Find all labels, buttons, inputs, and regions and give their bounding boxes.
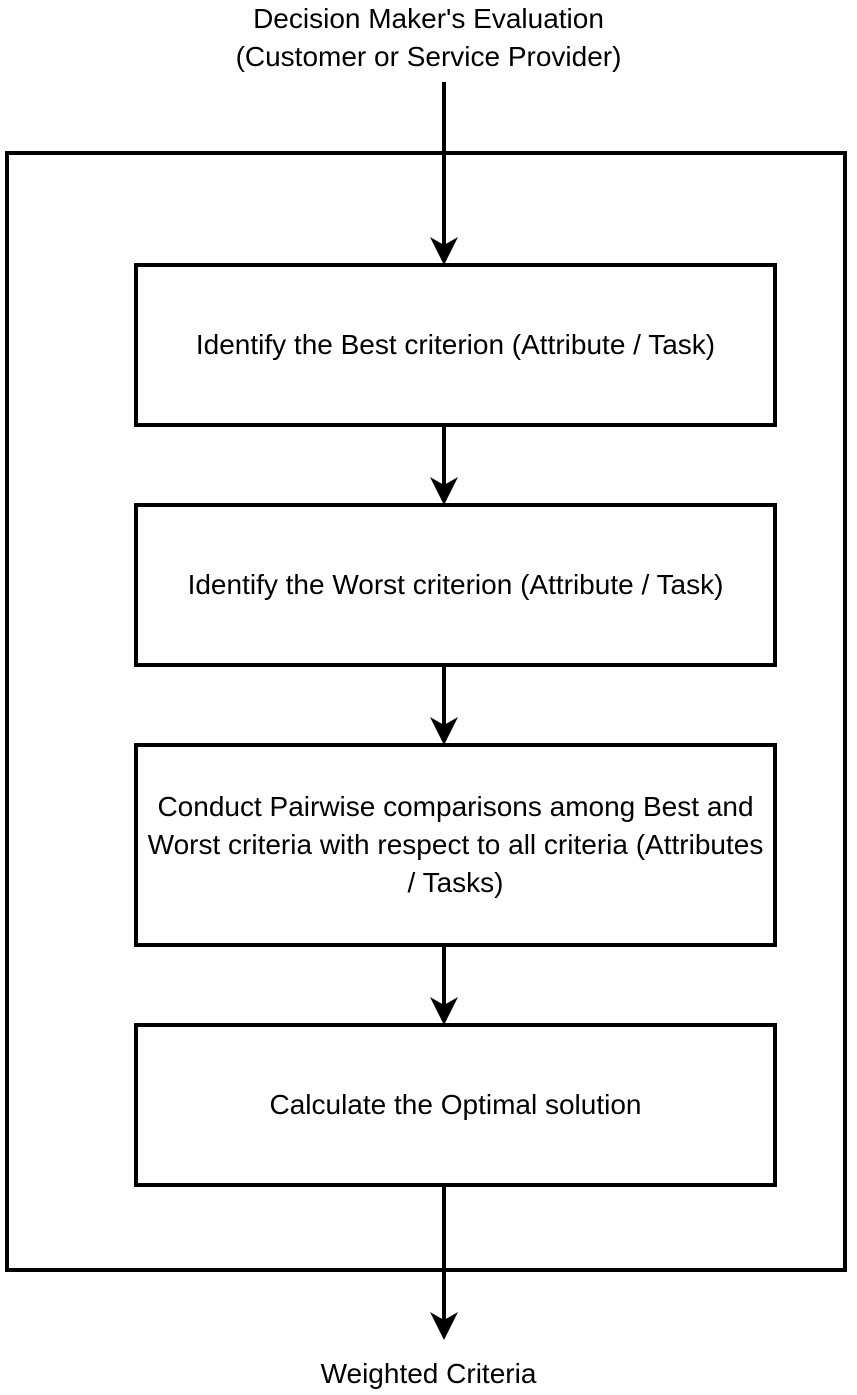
node-pairwise-comparisons-box[interactable]: [134, 743, 777, 947]
node-identify-best-box[interactable]: [134, 263, 777, 427]
edge-best-to-worst: [430, 425, 458, 505]
edge-worst-to-pairwise: [430, 665, 458, 745]
edge-calculate-to-weighted: [430, 1185, 458, 1340]
node-identify-worst-box[interactable]: [134, 503, 777, 667]
process-container-outline: [5, 151, 847, 1272]
edge-start-to-best: [430, 82, 458, 265]
node-calculate-optimal-box[interactable]: [134, 1023, 777, 1187]
edge-pairwise-to-calculate: [430, 945, 458, 1025]
